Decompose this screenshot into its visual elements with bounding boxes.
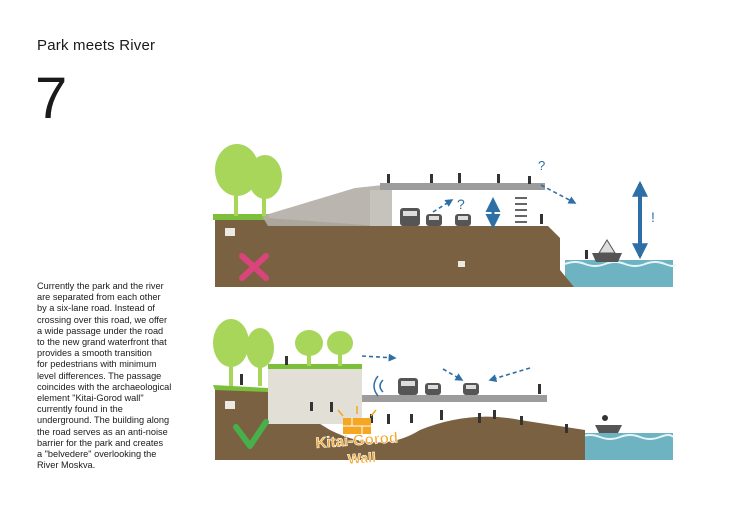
grass-strip xyxy=(213,214,269,220)
page-title: Park meets River xyxy=(37,37,156,54)
question-mark: ? xyxy=(457,196,465,212)
direction-arrow-icon xyxy=(442,368,464,381)
current-section: ? ? ! xyxy=(213,144,676,287)
truck-icon xyxy=(398,378,418,395)
stairs-icon xyxy=(515,197,527,223)
tree-trunk xyxy=(307,350,311,366)
direction-arrow-icon xyxy=(488,367,531,382)
wall-label: Wall xyxy=(347,449,376,467)
car-icon xyxy=(463,383,479,395)
earth-ground xyxy=(215,386,585,460)
tree-trunk xyxy=(262,186,266,216)
pedestrian-icons xyxy=(240,356,568,433)
tree-trunk xyxy=(338,350,342,366)
river-water xyxy=(565,260,673,287)
direction-arrow-icon xyxy=(540,184,577,204)
tree-trunk xyxy=(234,180,238,216)
car-icon xyxy=(425,383,441,395)
boat-icon xyxy=(595,415,622,433)
belvedere-building xyxy=(268,368,362,424)
car-icon xyxy=(426,214,442,226)
road-deck xyxy=(380,183,545,190)
noise-waves-icon xyxy=(373,375,384,397)
question-mark: ? xyxy=(538,158,545,173)
wall-bricks-icon xyxy=(337,406,377,434)
tree-icon xyxy=(327,331,353,355)
exclamation-mark: ! xyxy=(651,209,655,225)
water-wave xyxy=(579,434,674,440)
tree-icon xyxy=(248,155,282,199)
green-roof xyxy=(268,364,362,369)
direction-arrow-icon xyxy=(361,353,397,362)
section-number: 7 xyxy=(35,66,68,131)
direction-arrow-icon xyxy=(432,199,454,213)
tree-trunk xyxy=(258,356,262,386)
car-icon xyxy=(455,214,471,226)
building-block xyxy=(370,190,392,226)
tree-trunk xyxy=(229,350,233,386)
marker-square xyxy=(458,261,465,267)
tree-icon xyxy=(246,328,274,368)
proposed-section: Kitai-Gorod Wall xyxy=(213,319,674,467)
cross-mark-icon xyxy=(239,253,269,281)
boat-icon xyxy=(592,239,622,262)
grass-strip xyxy=(213,385,268,392)
ramp-bridge xyxy=(262,184,392,226)
wall-label: Kitai-Gorod xyxy=(315,429,398,452)
truck-icon xyxy=(400,208,420,226)
marker-square xyxy=(225,228,235,236)
pedestrian-icons xyxy=(387,173,588,259)
description-text: Currently the park and the river are sep… xyxy=(37,281,172,471)
tree-icon xyxy=(215,144,259,196)
tree-icon xyxy=(295,330,323,356)
water-wave xyxy=(564,261,676,267)
marker-square xyxy=(225,401,235,409)
check-mark-icon xyxy=(233,419,269,449)
earth-ground xyxy=(215,218,574,287)
tree-icon xyxy=(213,319,249,367)
road-deck xyxy=(362,395,547,402)
